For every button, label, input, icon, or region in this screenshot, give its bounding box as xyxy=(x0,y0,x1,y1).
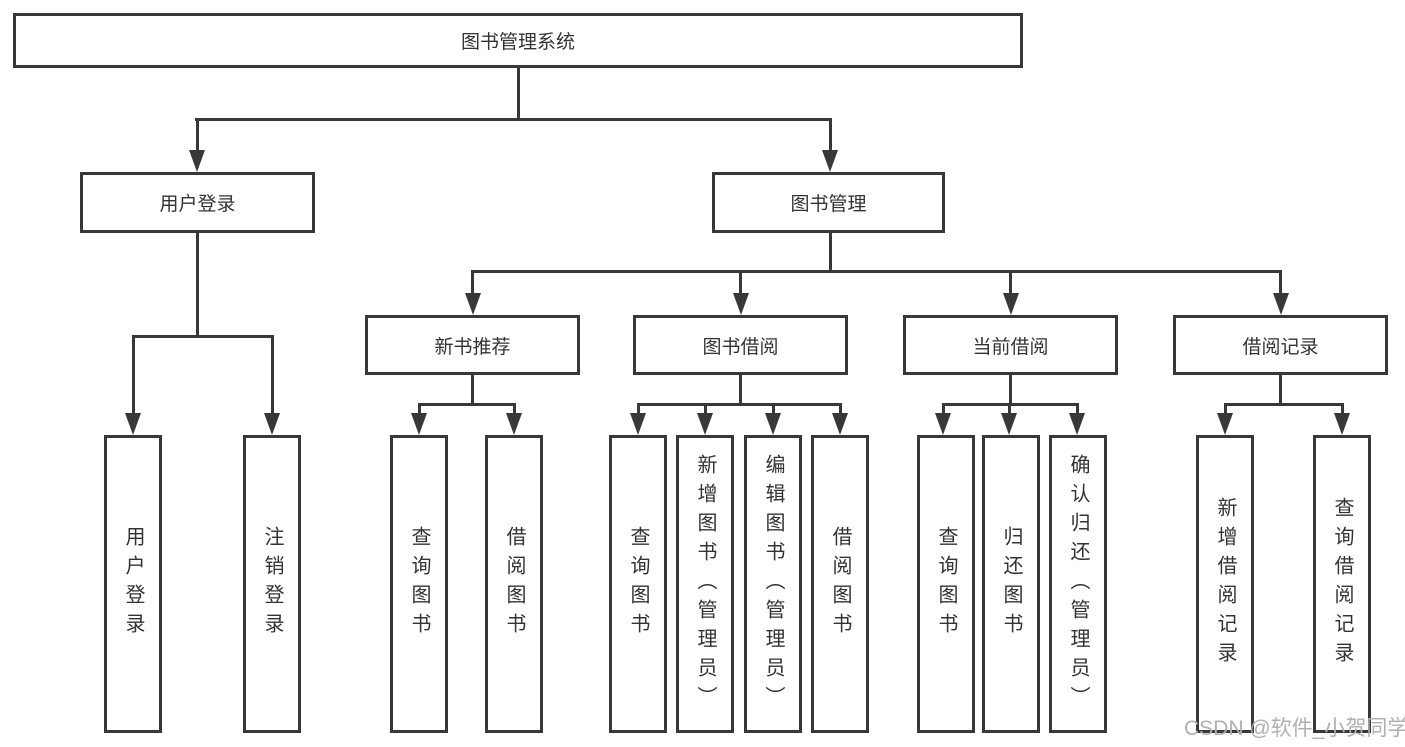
connector-stub xyxy=(417,403,421,415)
connector-stub xyxy=(1223,403,1227,415)
arrow-down-icon xyxy=(464,293,481,315)
arrow-down-icon xyxy=(264,413,280,435)
leaf-edit-book-admin: 编辑图书（管理员） xyxy=(744,435,802,733)
connector-stub xyxy=(512,403,516,415)
leaf-add-borrow-record: 新增借阅记录 xyxy=(1196,435,1254,733)
arrow-down-icon xyxy=(1272,293,1289,315)
connector-stub xyxy=(1075,403,1079,415)
leaf-logout: 注销登录 xyxy=(243,435,301,733)
node-label: 当前借阅 xyxy=(972,336,1049,358)
node-label: 查询图书 xyxy=(408,526,430,642)
node-user-login: 用户登录 xyxy=(80,172,315,233)
node-label: 用户登录 xyxy=(159,194,236,215)
connector-stub xyxy=(739,270,742,295)
node-label: 借阅图书 xyxy=(503,526,525,642)
arrow-down-icon xyxy=(832,413,848,435)
connector-bar xyxy=(1223,403,1344,406)
node-label: 借阅图书 xyxy=(829,526,851,642)
node-book-management: 图书管理 xyxy=(712,172,945,233)
leaf-query-book-2: 查询图书 xyxy=(609,435,667,733)
leaf-return-book: 归还图书 xyxy=(982,435,1040,733)
connector-stub xyxy=(838,403,842,415)
arrow-down-icon xyxy=(125,413,141,435)
arrow-down-icon xyxy=(1002,293,1019,315)
arrow-down-icon xyxy=(935,413,951,435)
arrow-down-icon xyxy=(1001,413,1017,435)
arrow-down-icon xyxy=(506,413,522,435)
node-label: 新增图书（管理员） xyxy=(694,453,716,715)
node-label: 查询图书 xyxy=(627,526,649,642)
arrow-down-icon xyxy=(189,150,205,172)
node-label: 用户登录 xyxy=(122,526,144,642)
leaf-borrow-book-1: 借阅图书 xyxy=(485,435,543,733)
connector-stub xyxy=(1279,270,1282,295)
connector-stub xyxy=(771,403,775,415)
arrow-down-icon xyxy=(697,413,713,435)
connector-book-mgmt-stem xyxy=(828,233,832,272)
connector-user-login-stem xyxy=(195,233,199,335)
leaf-query-book-1: 查询图书 xyxy=(390,435,448,733)
node-new-book-recommend: 新书推荐 xyxy=(365,315,580,375)
connector-stub xyxy=(1340,403,1344,415)
leaf-query-book-3: 查询图书 xyxy=(917,435,975,733)
connector-stub xyxy=(131,335,135,415)
node-label: 新增借阅记录 xyxy=(1214,497,1236,671)
arrow-down-icon xyxy=(1217,413,1233,435)
node-label: 编辑图书（管理员） xyxy=(762,453,784,715)
connector-stub xyxy=(195,118,199,154)
connector-level2-bar xyxy=(195,118,832,121)
connector-stem xyxy=(471,375,474,403)
connector-root-stem xyxy=(517,68,520,118)
node-label: 确认归还（管理员） xyxy=(1067,453,1089,715)
leaf-confirm-return-admin: 确认归还（管理员） xyxy=(1049,435,1107,733)
watermark-text: CSDN @软件_小贺同学 xyxy=(1184,717,1405,740)
connector-stub xyxy=(703,403,707,415)
arrow-down-icon xyxy=(1334,413,1350,435)
connector-stub xyxy=(1007,403,1011,415)
arrow-down-icon xyxy=(1069,413,1085,435)
leaf-user-login: 用户登录 xyxy=(104,435,162,733)
connector-bar xyxy=(636,403,842,406)
connector-level3-bar xyxy=(471,270,1282,273)
node-current-borrow: 当前借阅 xyxy=(903,315,1118,375)
connector-stem xyxy=(739,375,742,403)
connector-user-login-bar xyxy=(131,335,274,338)
connector-stub xyxy=(941,403,945,415)
node-label: 查询借阅记录 xyxy=(1331,497,1353,671)
node-label: 图书管理系统 xyxy=(460,32,575,53)
arrow-down-icon xyxy=(765,413,781,435)
arrow-down-icon xyxy=(732,293,749,315)
arrow-down-icon xyxy=(411,413,427,435)
connector-stem xyxy=(1009,375,1012,403)
connector-stub xyxy=(636,403,640,415)
connector-bar xyxy=(417,403,516,406)
node-library-system: 图书管理系统 xyxy=(13,13,1023,68)
node-label: 查询图书 xyxy=(935,526,957,642)
connector-stub xyxy=(828,118,832,154)
arrow-down-icon xyxy=(822,150,838,172)
node-label: 借阅记录 xyxy=(1242,336,1319,358)
connector-stub xyxy=(1009,270,1012,295)
node-label: 图书管理 xyxy=(790,194,867,215)
node-label: 注销登录 xyxy=(261,526,283,642)
node-book-borrow: 图书借阅 xyxy=(633,315,848,375)
connector-stub xyxy=(471,270,474,295)
node-label: 归还图书 xyxy=(1000,526,1022,642)
leaf-add-book-admin: 新增图书（管理员） xyxy=(676,435,734,733)
connector-stub xyxy=(270,335,274,415)
node-borrow-records: 借阅记录 xyxy=(1173,315,1388,375)
node-label: 新书推荐 xyxy=(434,336,511,358)
node-label: 图书借阅 xyxy=(702,336,779,358)
arrow-down-icon xyxy=(630,413,646,435)
leaf-borrow-book-2: 借阅图书 xyxy=(811,435,869,733)
leaf-query-borrow-record: 查询借阅记录 xyxy=(1313,435,1371,733)
connector-stem xyxy=(1279,375,1282,403)
